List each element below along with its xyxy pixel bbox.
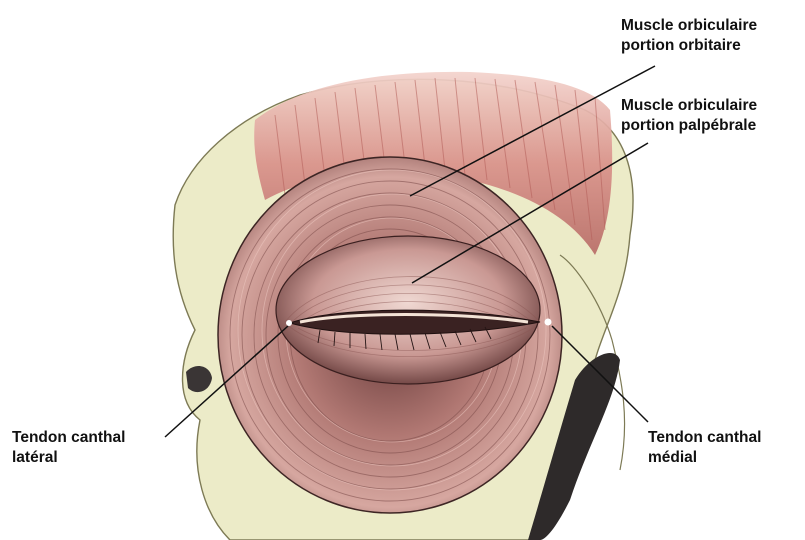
label-palpebral-portion: Muscle orbiculaire portion palpébrale: [621, 96, 757, 136]
medial-canthus-point: [545, 319, 552, 326]
label-lateral-line1: Tendon canthal: [12, 428, 125, 448]
label-orbital-line2: portion orbitaire: [621, 36, 757, 56]
lateral-canthus-point: [286, 320, 292, 326]
label-palpebral-line2: portion palpébrale: [621, 116, 757, 136]
label-medial-line1: Tendon canthal: [648, 428, 761, 448]
label-medial-tendon: Tendon canthal médial: [648, 428, 761, 468]
label-orbital-portion: Muscle orbiculaire portion orbitaire: [621, 16, 757, 56]
label-lateral-line2: latéral: [12, 448, 125, 468]
label-orbital-line1: Muscle orbiculaire: [621, 16, 757, 36]
label-medial-line2: médial: [648, 448, 761, 468]
label-lateral-tendon: Tendon canthal latéral: [12, 428, 125, 468]
label-palpebral-line1: Muscle orbiculaire: [621, 96, 757, 116]
